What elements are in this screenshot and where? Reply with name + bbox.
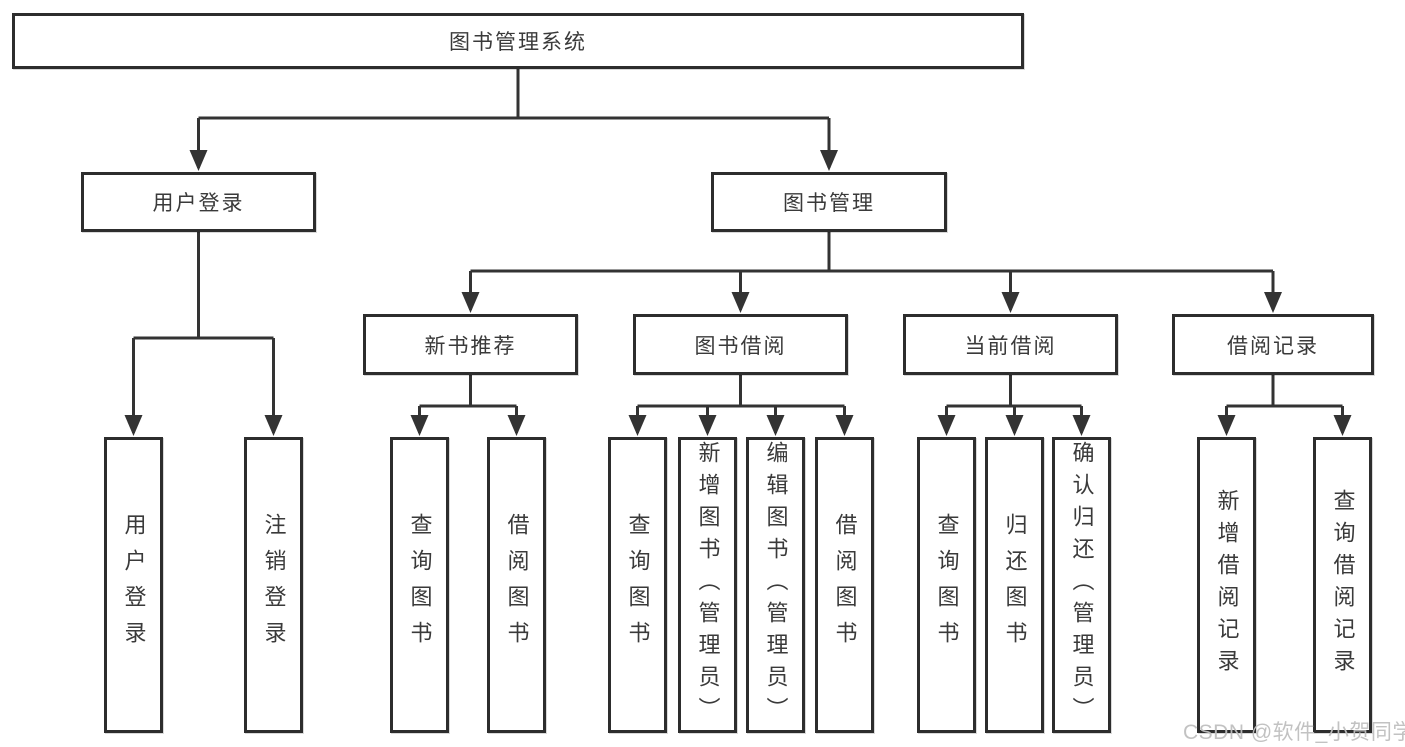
node-label: 用户登录 bbox=[152, 192, 245, 215]
node-label: 归还图书 bbox=[1002, 513, 1028, 657]
node-label: 编辑图书（管理员） bbox=[763, 441, 789, 729]
node-label: 借阅记录 bbox=[1227, 334, 1319, 358]
node-label: 新增图书（管理员） bbox=[695, 441, 721, 729]
leaf-borrow-books-borrowing: 借阅图书 bbox=[815, 437, 874, 733]
leaf-borrow-books-recommend: 借阅图书 bbox=[487, 437, 546, 733]
csdn-watermark: CSDN @软件_小贺同学 bbox=[1183, 721, 1405, 744]
leaf-logout: 注销登录 bbox=[244, 437, 303, 733]
leaf-query-books-current: 查询图书 bbox=[917, 437, 976, 733]
node-user-login-module: 用户登录 bbox=[81, 172, 316, 232]
leaf-query-books-borrowing: 查询图书 bbox=[608, 437, 667, 733]
node-label: 借阅图书 bbox=[504, 513, 530, 657]
node-label: 当前借阅 bbox=[964, 334, 1057, 358]
leaf-query-borrow-record: 查询借阅记录 bbox=[1313, 437, 1372, 733]
node-label: 新增借阅记录 bbox=[1214, 489, 1240, 681]
node-book-management-module: 图书管理 bbox=[711, 172, 947, 232]
node-label: 注销登录 bbox=[261, 513, 287, 657]
leaf-user-login: 用户登录 bbox=[104, 437, 163, 733]
node-borrowing-records: 借阅记录 bbox=[1172, 314, 1374, 375]
node-book-borrowing: 图书借阅 bbox=[633, 314, 848, 375]
node-current-borrowing: 当前借阅 bbox=[903, 314, 1118, 375]
node-label: 借阅图书 bbox=[832, 513, 858, 657]
leaf-edit-book-admin: 编辑图书（管理员） bbox=[746, 437, 805, 733]
node-label: 确认归还（管理员） bbox=[1069, 441, 1095, 729]
leaf-add-book-admin: 新增图书（管理员） bbox=[678, 437, 737, 733]
node-new-book-recommend: 新书推荐 bbox=[363, 314, 578, 375]
node-label: 查询借阅记录 bbox=[1330, 489, 1356, 681]
node-label: 查询图书 bbox=[934, 513, 960, 657]
leaf-add-borrow-record: 新增借阅记录 bbox=[1197, 437, 1256, 733]
node-label: 查询图书 bbox=[625, 513, 651, 657]
leaf-confirm-return-admin: 确认归还（管理员） bbox=[1052, 437, 1111, 733]
leaf-query-books-recommend: 查询图书 bbox=[390, 437, 449, 733]
node-label: 图书管理 bbox=[783, 192, 875, 215]
leaf-return-book: 归还图书 bbox=[985, 437, 1044, 733]
node-library-management-system: 图书管理系统 bbox=[12, 13, 1024, 69]
node-label: 用户登录 bbox=[121, 513, 147, 657]
node-label: 图书借阅 bbox=[694, 334, 787, 358]
node-label: 新书推荐 bbox=[424, 334, 517, 358]
node-label: 图书管理系统 bbox=[449, 31, 587, 54]
node-label: 查询图书 bbox=[407, 513, 433, 657]
